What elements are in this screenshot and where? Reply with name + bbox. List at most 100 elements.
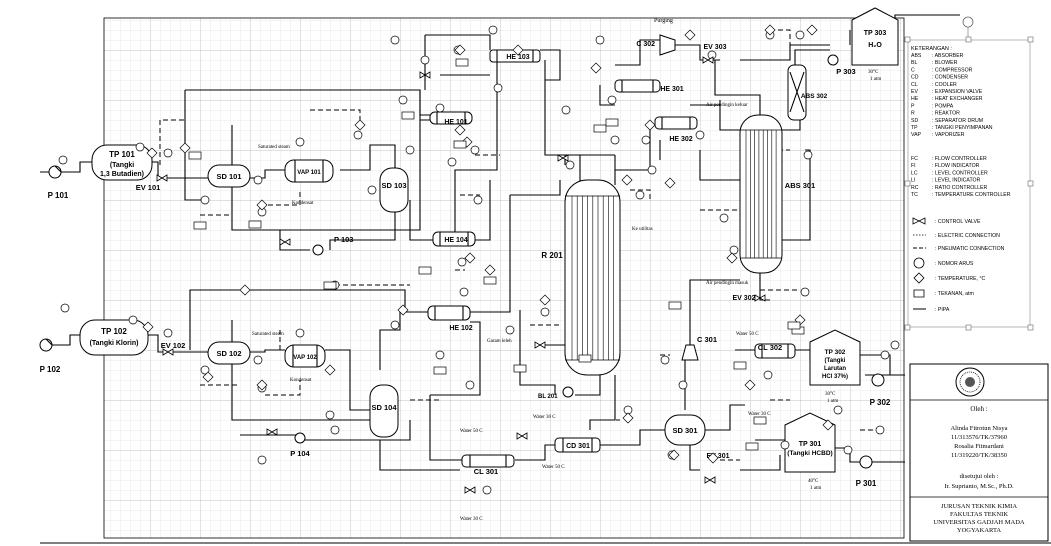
- sd301-label: SD 301: [672, 426, 697, 435]
- legend-code: SD: [911, 118, 918, 124]
- tp303-cond-note: 30°C: [868, 70, 879, 75]
- stream-number-bubble: [163, 148, 173, 158]
- temperature-tag: [256, 199, 268, 211]
- tp302-label: TP 302: [825, 349, 846, 356]
- legend-heading: KETERANGAN :: [911, 46, 952, 52]
- bl201-blower: BL 201: [538, 386, 574, 400]
- legend-symbols: [912, 217, 926, 310]
- stream-number-bubble: [719, 213, 729, 223]
- sd104-label: SD 104: [371, 403, 397, 412]
- univ-name: UNIVERSITAS GADJAH MADA: [933, 519, 1025, 526]
- temperature-tag: [622, 412, 634, 424]
- approver-name: Ir. Suprianto, M.Sc., Ph.D.: [944, 483, 1014, 490]
- temperature-tag: [324, 364, 336, 376]
- tp102-tank: TP 102 (Tangki Klorin): [79, 319, 149, 356]
- control-valve-icon: [279, 238, 291, 246]
- stream-number-bubble: [465, 380, 475, 390]
- temperature-tag: [764, 24, 776, 36]
- abs302-label: ABS 302: [801, 93, 828, 100]
- stream-number-bubble: [435, 350, 445, 360]
- pressure-tag: [733, 361, 747, 370]
- stream-number-bubble: [800, 287, 810, 297]
- control-valve-icon: [156, 174, 168, 182]
- stream-number-bubble: [647, 165, 657, 175]
- temperature-tag: [354, 119, 366, 131]
- legend-desc: : TEMPERATURE CONTROLLER: [932, 192, 1011, 198]
- tp101-sublabel-2: 1,3 Butadien): [100, 171, 144, 178]
- p303-pump: P 303: [827, 54, 856, 76]
- stream-number-bubble: [257, 455, 267, 465]
- stream-number-bubble: [295, 328, 305, 338]
- legend-symbol-desc: : NOMOR ARUS: [935, 261, 974, 267]
- control-valve-icon: [557, 154, 569, 162]
- legend-symbol-desc: : ELECTRIC CONNECTION: [935, 233, 1000, 239]
- ugm-logo-icon: [955, 367, 985, 397]
- control-valve-icon: [162, 348, 174, 356]
- r201-reactor: R 201: [541, 179, 621, 376]
- abs301-label: ABS 301: [785, 181, 815, 190]
- tp302-sublabel-3: HCl 37%): [822, 374, 848, 380]
- stream-number-bubble: [875, 425, 885, 435]
- cl301-label: CL 301: [474, 467, 498, 476]
- tp301-cond-note: 40°C: [808, 479, 819, 484]
- ev101-label: EV 101: [136, 183, 161, 192]
- stream-number-bubble: [540, 307, 550, 317]
- bl201-label: BL 201: [538, 394, 558, 400]
- p302-pump: P 302: [870, 373, 891, 407]
- tp303-sublabel: H₂O: [868, 42, 882, 49]
- legend-symbol-desc: : TEMPERATURE, °C: [935, 276, 986, 282]
- stream-number-bubble: [200, 195, 210, 205]
- c302-compressor: C 302: [636, 34, 676, 56]
- c301-label: C 301: [697, 335, 717, 344]
- rotate-handle-icon[interactable]: [962, 16, 974, 28]
- tp301-tank: TP 301 (Tangki HCBD): [784, 412, 836, 473]
- pressure-tag: [578, 354, 592, 363]
- tp302-cond-note-2: 1 atm: [827, 399, 838, 404]
- stream-number-icon: [913, 257, 925, 269]
- temperature-tag: [726, 252, 738, 264]
- pressure-tag: [401, 111, 415, 120]
- he302-exchanger: HE 302: [654, 116, 698, 143]
- cl302-cooler: CL 302: [754, 343, 796, 359]
- p102-pump: P 102: [39, 338, 61, 374]
- legend-code: FC: [911, 156, 918, 162]
- stream-number-bubble: [695, 130, 705, 140]
- temperature-tag: [590, 62, 602, 74]
- temperature-tag: [744, 379, 756, 391]
- temperature-tag: [464, 252, 476, 264]
- ke-utilitas-note: Ke utilitas: [632, 227, 653, 232]
- legend-desc: : EXPANSION VALVE: [932, 89, 983, 95]
- stream-number-bubble: [795, 30, 805, 40]
- stream-number-bubble: [330, 425, 340, 435]
- temperature-tag: [822, 419, 834, 431]
- stream-number-bubble: [390, 35, 400, 45]
- stream-number-bubble: [505, 325, 515, 335]
- stream-number-bubble: [398, 95, 408, 105]
- stream-number-bubble: [253, 355, 263, 365]
- legend-desc: : RATIO CONTROLLER: [932, 185, 987, 191]
- tp302-sublabel: (Tangki: [825, 358, 846, 364]
- stream-number-bubble: [610, 135, 620, 145]
- pressure-tag: [483, 276, 497, 285]
- sd102-separator: SD 102: [207, 341, 251, 365]
- c302-label: C 302: [636, 41, 655, 48]
- legend-desc: : FLOW INDICATOR: [932, 163, 980, 169]
- control-valve-icon: [419, 71, 431, 79]
- legend-code: EV: [911, 89, 918, 95]
- temperature-tag: [256, 379, 268, 391]
- legend-code: TP: [911, 125, 918, 131]
- tp101-sublabel: (Tangki: [110, 162, 134, 169]
- author1-id: 11/313576/TK/37960: [951, 434, 1007, 441]
- ev301-label: EV 301: [707, 453, 730, 460]
- stream-number-bubble: [880, 350, 890, 360]
- stream-number-bubble: [253, 175, 263, 185]
- temperature-tag: [644, 119, 656, 131]
- vap101-vaporizer: VAP 101: [284, 159, 334, 183]
- stream-number-bubble: [803, 150, 813, 160]
- vap101-label: VAP 101: [297, 170, 321, 176]
- tp102-sublabel: (Tangki Klorin): [90, 340, 139, 347]
- temperature-tag: [397, 304, 409, 316]
- temperature-tag: [664, 177, 676, 189]
- stream-number-bubble: [420, 55, 430, 65]
